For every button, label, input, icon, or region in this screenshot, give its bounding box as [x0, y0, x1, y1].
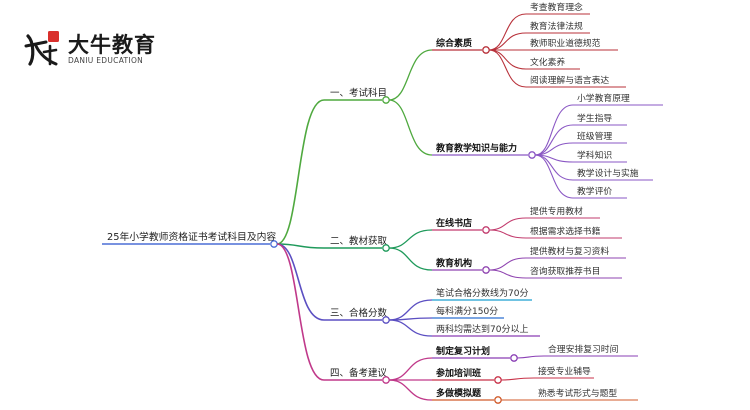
subtopic-link	[388, 99, 433, 156]
branch-topic: 二、教材获取	[330, 235, 388, 247]
branch-link	[276, 243, 325, 381]
subtopic: 两科均需达到70分以上	[436, 323, 528, 335]
detail-link	[488, 229, 527, 239]
subtopic: 在线书店	[436, 217, 472, 229]
subtopic: 每科满分150分	[436, 305, 498, 317]
subtopic: 多做模拟题	[436, 387, 482, 399]
subtopic-collapse-toggle[interactable]	[510, 354, 518, 362]
detail-link	[488, 257, 527, 271]
branch-collapse-toggle[interactable]	[382, 96, 390, 104]
detail-item: 接受专业辅导	[538, 365, 591, 377]
detail-item: 根据需求选择书籍	[530, 225, 601, 237]
detail-item: 文化素养	[530, 56, 565, 68]
detail-item: 班级管理	[577, 130, 612, 142]
subtopic-link	[388, 379, 433, 401]
brand-name: 大牛教育	[68, 33, 156, 57]
detail-item: 小学教育原理	[577, 92, 630, 104]
detail-item: 提供教材与复习资料	[530, 245, 609, 257]
detail-link	[488, 217, 527, 231]
detail-item: 教学设计与实施	[577, 167, 639, 179]
subtopic: 教育机构	[435, 257, 472, 269]
detail-link	[488, 49, 527, 88]
branch-link	[276, 99, 325, 245]
subtopic-link	[388, 299, 433, 321]
subtopic-link	[388, 357, 433, 381]
subtopic-link	[388, 319, 433, 337]
subtopic: 参加培训班	[436, 367, 481, 379]
subtopic-collapse-toggle[interactable]	[494, 396, 502, 404]
branch-topic: 三、合格分数	[330, 307, 388, 319]
brand-subtitle: DANIU EDUCATION	[68, 56, 144, 65]
detail-item: 学科知识	[577, 149, 612, 161]
detail-item: 提供专用教材	[530, 205, 583, 217]
detail-link	[488, 13, 527, 51]
detail-item: 教学评价	[577, 185, 612, 197]
daniu-logo-icon	[24, 31, 59, 66]
branch-topic: 四、备考建议	[330, 367, 388, 379]
detail-item: 熟悉考试形式与题型	[538, 387, 617, 399]
subtopic: 制定复习计划	[436, 345, 490, 357]
branch-link	[276, 243, 325, 321]
detail-item: 考查教育理念	[530, 1, 583, 13]
detail-link	[516, 355, 545, 359]
subtopic-collapse-toggle[interactable]	[482, 226, 490, 234]
detail-item: 咨询获取推荐书目	[530, 265, 600, 277]
subtopic-collapse-toggle[interactable]	[482, 46, 490, 54]
branch-collapse-toggle[interactable]	[382, 244, 390, 252]
subtopic-collapse-toggle[interactable]	[482, 266, 490, 274]
root-topic: 25年小学教师资格证书考试科目及内容	[107, 230, 276, 243]
detail-link	[534, 154, 574, 199]
detail-link	[488, 269, 527, 279]
branch-link	[276, 243, 325, 249]
detail-item: 合理安排复习时间	[548, 343, 619, 355]
branch-collapse-toggle[interactable]	[382, 376, 390, 384]
subtopic-collapse-toggle[interactable]	[528, 151, 536, 159]
detail-item: 学生指导	[577, 112, 612, 124]
subtopic: 综合素质	[436, 37, 472, 49]
subtopic-link	[388, 247, 433, 271]
subtopic: 笔试合格分数线为70分	[436, 287, 528, 299]
root-collapse-toggle[interactable]	[270, 240, 278, 248]
subtopic-link	[388, 49, 433, 101]
branch-topic: 一、考试科目	[330, 87, 387, 99]
detail-item: 教育法律法规	[530, 20, 583, 32]
detail-link	[488, 32, 527, 51]
subtopic: 教育教学知识与能力	[435, 142, 517, 154]
subtopic-link	[388, 229, 433, 249]
detail-link	[534, 124, 574, 156]
branch-collapse-toggle[interactable]	[382, 316, 390, 324]
detail-item: 阅读理解与语言表达	[530, 74, 609, 86]
brand-logo: 大牛教育 DANIU EDUCATION	[22, 28, 172, 70]
subtopic-collapse-toggle[interactable]	[494, 376, 502, 384]
detail-link	[488, 49, 527, 70]
detail-link	[500, 377, 535, 381]
detail-item: 教师职业道德规范	[530, 37, 601, 49]
